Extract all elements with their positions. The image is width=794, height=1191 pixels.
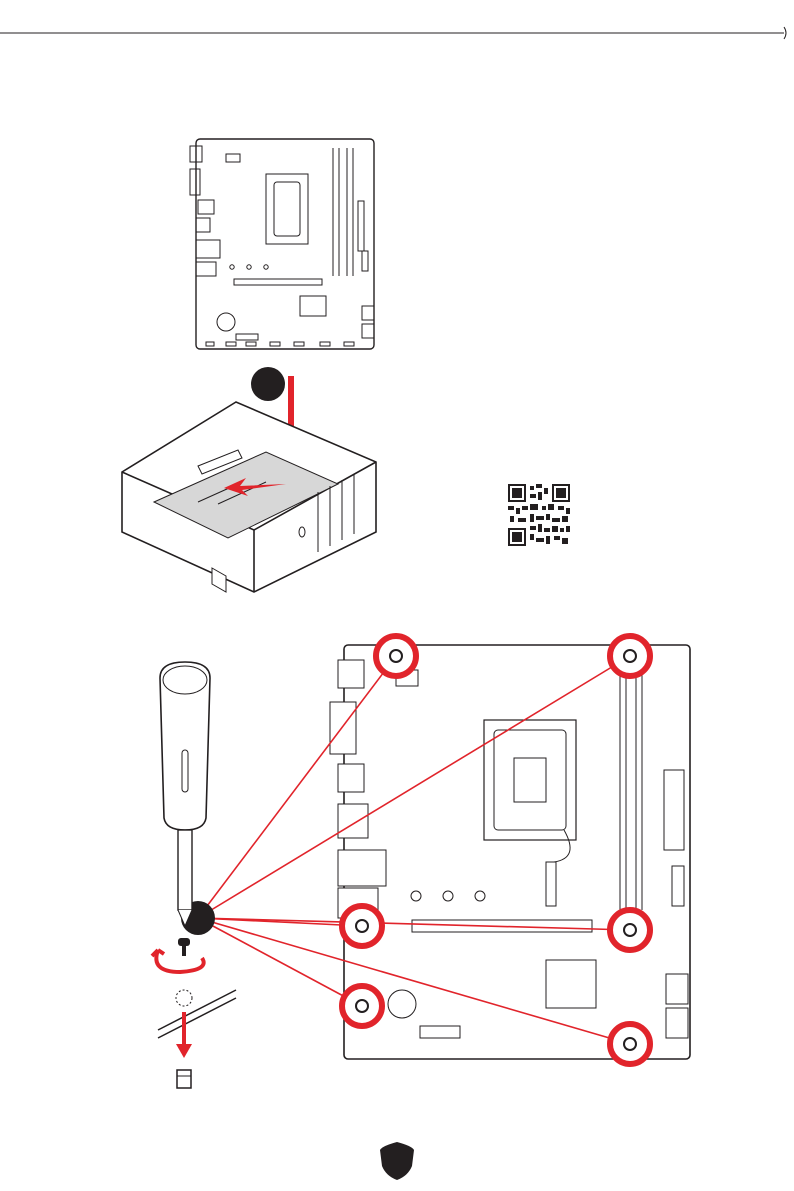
msi-shield-logo [378, 1140, 416, 1182]
screwdriver-icon [150, 658, 220, 928]
motherboard-top-diagram [186, 136, 378, 354]
pc-case-diagram [118, 392, 380, 598]
qr-code-icon [508, 484, 570, 546]
cut-line [0, 0, 794, 60]
screw-detail [140, 920, 250, 1100]
